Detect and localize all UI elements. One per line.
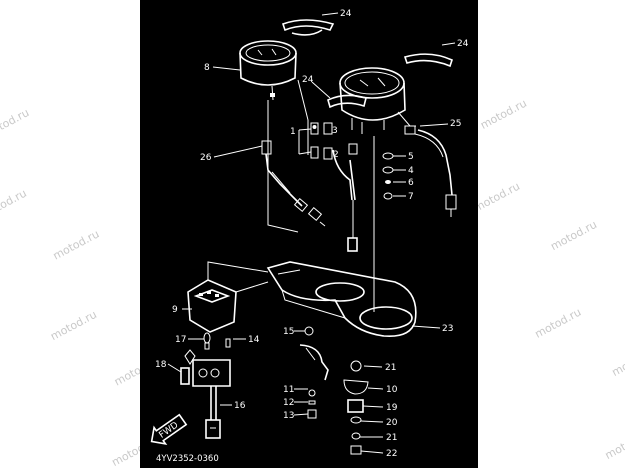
drawing-panel bbox=[140, 0, 478, 468]
cover-ring-right bbox=[403, 53, 453, 68]
callout-25: 25 bbox=[450, 119, 461, 129]
callout-24-mid: 24 bbox=[302, 75, 314, 85]
callout-6: 6 bbox=[408, 178, 414, 188]
callout-5: 5 bbox=[408, 152, 414, 162]
callout-16: 16 bbox=[234, 401, 246, 411]
callout-18: 18 bbox=[155, 360, 167, 370]
callout-3: 3 bbox=[332, 126, 338, 136]
speedometer bbox=[239, 40, 297, 101]
right-margin bbox=[478, 0, 625, 468]
washer-stack bbox=[382, 152, 400, 200]
callout-15: 15 bbox=[283, 327, 294, 337]
meter-bracket bbox=[266, 261, 441, 338]
tachometer-cable bbox=[414, 129, 457, 217]
wire-harness bbox=[205, 386, 221, 439]
speedometer-cable bbox=[261, 140, 326, 227]
callout-20: 20 bbox=[386, 418, 398, 428]
callout-9: 9 bbox=[172, 305, 178, 315]
callout-17: 17 bbox=[175, 335, 186, 345]
part-code: 4YV2352-0360 bbox=[156, 454, 219, 464]
bulb-assembly bbox=[310, 122, 358, 160]
callout-22: 22 bbox=[386, 449, 397, 459]
indicator-box bbox=[187, 261, 269, 333]
callout-21-upper: 21 bbox=[385, 363, 396, 373]
callout-7: 7 bbox=[408, 192, 414, 202]
callout-8: 8 bbox=[204, 63, 210, 73]
cover-ring-top bbox=[281, 19, 335, 36]
callout-14: 14 bbox=[248, 335, 260, 345]
callout-11: 11 bbox=[283, 385, 294, 395]
callout-26: 26 bbox=[200, 153, 212, 163]
left-margin bbox=[0, 0, 140, 468]
callout-24-right: 24 bbox=[457, 39, 469, 49]
callout-21-lower: 21 bbox=[386, 433, 397, 443]
callout-10: 10 bbox=[386, 385, 398, 395]
callout-13: 13 bbox=[283, 411, 294, 421]
callout-12: 12 bbox=[283, 398, 294, 408]
callout-19: 19 bbox=[386, 403, 398, 413]
callout-4: 4 bbox=[408, 166, 414, 176]
callout-23: 23 bbox=[442, 324, 453, 334]
meter-wiring bbox=[332, 149, 358, 252]
leader-lines bbox=[167, 12, 456, 454]
callout-24-top: 24 bbox=[340, 9, 352, 19]
damper-stack bbox=[343, 360, 369, 455]
callout-2: 2 bbox=[333, 150, 339, 160]
callout-1: 1 bbox=[290, 127, 296, 137]
bulb-sockets bbox=[180, 332, 231, 387]
meter-assembly bbox=[327, 67, 416, 135]
assembly-guides bbox=[267, 79, 375, 312]
